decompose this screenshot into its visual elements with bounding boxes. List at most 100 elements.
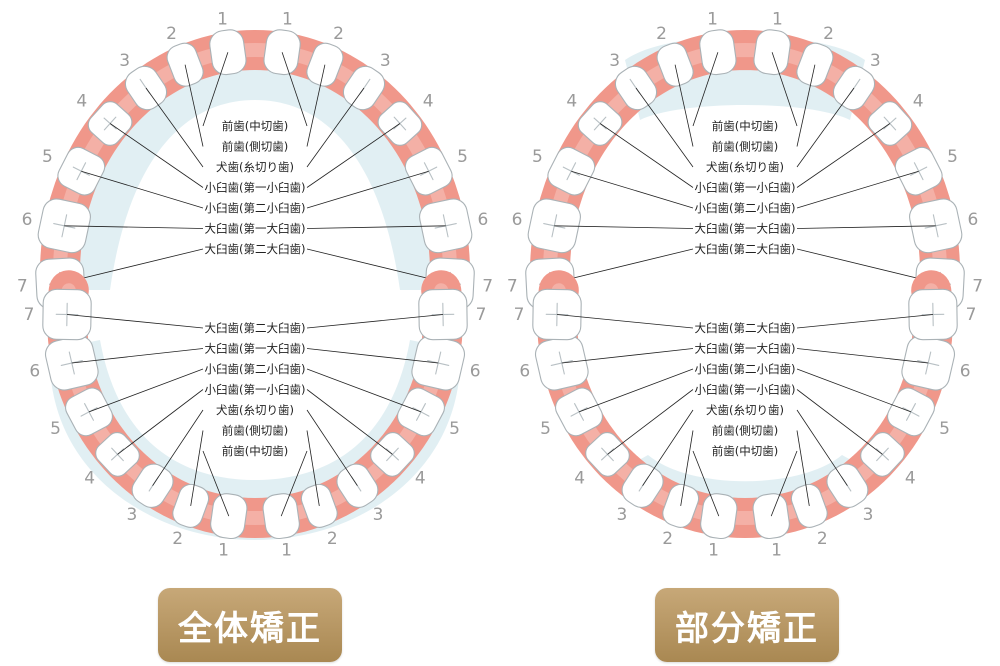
leader-line bbox=[280, 450, 308, 517]
lower-tooth-label: 小臼歯(第一小臼歯) bbox=[205, 383, 306, 397]
upper-tooth-number: 5 bbox=[42, 147, 53, 167]
upper-tooth-label: 大臼歯(第一大臼歯) bbox=[695, 222, 796, 236]
upper-tooth-number: 3 bbox=[119, 51, 130, 71]
lower-tooth-number: 7 bbox=[514, 305, 525, 325]
leader-line bbox=[771, 52, 798, 127]
upper-tooth-number: 7 bbox=[482, 276, 493, 296]
upper-tooth-label: 大臼歯(第二大臼歯) bbox=[205, 242, 306, 256]
lower-tooth-label: 大臼歯(第一大臼歯) bbox=[205, 342, 306, 356]
lower-tooth-number: 6 bbox=[470, 362, 481, 382]
leader-line bbox=[680, 430, 694, 506]
leader-line bbox=[306, 123, 401, 188]
leader-line bbox=[64, 225, 204, 229]
lower-tooth-label: 前歯(中切歯) bbox=[222, 444, 288, 458]
leader-line bbox=[109, 123, 204, 188]
leader-line bbox=[796, 314, 934, 329]
lower-tooth-label: 前歯(側切歯) bbox=[712, 424, 778, 438]
leader-line bbox=[71, 348, 204, 364]
upper-tooth-label: 小臼歯(第二小臼歯) bbox=[205, 201, 306, 215]
leader-line bbox=[692, 52, 719, 127]
leader-line bbox=[599, 123, 694, 188]
upper-tooth-number: 7 bbox=[17, 276, 28, 296]
leader-line bbox=[674, 64, 694, 147]
upper-tooth-number: 7 bbox=[507, 276, 518, 296]
lower-tooth-number: 5 bbox=[449, 419, 460, 439]
leader-line bbox=[281, 52, 308, 127]
lower-tooth-number: 5 bbox=[50, 419, 61, 439]
lower-tooth-number: 6 bbox=[960, 362, 971, 382]
lower-tooth-number: 3 bbox=[373, 505, 384, 525]
leader-line bbox=[66, 314, 204, 329]
leader-line bbox=[306, 314, 444, 329]
leader-line bbox=[88, 368, 204, 413]
lower-tooth-label: 前歯(側切歯) bbox=[222, 424, 288, 438]
leader-line bbox=[202, 52, 229, 127]
leader-line bbox=[306, 170, 429, 209]
leader-line bbox=[184, 64, 204, 147]
partial-orthodontics-button[interactable]: 部分矯正 bbox=[655, 588, 839, 662]
lower-tooth-number: 1 bbox=[771, 541, 782, 561]
upper-tooth-number: 2 bbox=[166, 24, 177, 44]
upper-tooth-number: 2 bbox=[333, 24, 344, 44]
lower-tooth-label: 犬歯(糸切り歯) bbox=[706, 403, 784, 417]
upper-tooth-label: 犬歯(糸切り歯) bbox=[216, 160, 294, 174]
upper-tooth-number: 6 bbox=[967, 210, 978, 230]
lower-tooth-number: 4 bbox=[574, 469, 585, 489]
lower-tooth-number: 2 bbox=[662, 529, 673, 549]
lower-tooth-number: 4 bbox=[905, 469, 916, 489]
leader-line bbox=[796, 368, 912, 413]
upper-tooth-number: 5 bbox=[532, 147, 543, 167]
upper-tooth-label: 小臼歯(第一小臼歯) bbox=[205, 181, 306, 195]
lower-tooth-number: 4 bbox=[415, 469, 426, 489]
leader-line bbox=[642, 409, 694, 486]
lower-tooth-number: 1 bbox=[281, 541, 292, 561]
lower-tooth-label: 大臼歯(第二大臼歯) bbox=[205, 321, 306, 335]
lower-jaw: 76543217654321大臼歯(第二大臼歯)大臼歯(第一大臼歯)小臼歯(第二… bbox=[514, 270, 976, 561]
leader-line bbox=[556, 314, 694, 329]
chart-partial: 12345671234567前歯(中切歯)前歯(側切歯)犬歯(糸切り歯)小臼歯(… bbox=[507, 10, 983, 561]
leader-line bbox=[578, 368, 694, 413]
lower-tooth-number: 6 bbox=[29, 362, 40, 382]
lower-tooth-label: 小臼歯(第二小臼歯) bbox=[695, 362, 796, 376]
upper-jaw: 12345671234567前歯(中切歯)前歯(側切歯)犬歯(糸切り歯)小臼歯(… bbox=[17, 10, 493, 323]
leader-line bbox=[306, 430, 320, 506]
full-orthodontics-button[interactable]: 全体矯正 bbox=[158, 588, 342, 662]
upper-tooth-label: 前歯(中切歯) bbox=[222, 119, 288, 133]
upper-tooth-number: 6 bbox=[477, 210, 488, 230]
upper-tooth-number: 5 bbox=[457, 147, 468, 167]
upper-tooth-number: 6 bbox=[512, 210, 523, 230]
upper-tooth-number: 5 bbox=[947, 147, 958, 167]
leader-line bbox=[306, 409, 358, 486]
upper-tooth-number: 1 bbox=[217, 10, 228, 30]
lower-tooth-number: 1 bbox=[218, 541, 229, 561]
lower-tooth-number: 3 bbox=[126, 505, 137, 525]
leader-line bbox=[117, 389, 204, 455]
upper-tooth-number: 2 bbox=[823, 24, 834, 44]
upper-tooth-label: 大臼歯(第二大臼歯) bbox=[695, 242, 796, 256]
leader-line bbox=[152, 409, 204, 486]
leader-line bbox=[190, 430, 204, 506]
lower-tooth-label: 大臼歯(第一大臼歯) bbox=[695, 342, 796, 356]
upper-tooth-number: 7 bbox=[972, 276, 983, 296]
leader-line bbox=[561, 348, 694, 364]
lower-tooth-label: 大臼歯(第二大臼歯) bbox=[695, 321, 796, 335]
lower-tooth-number: 2 bbox=[327, 529, 338, 549]
lower-tooth-number: 6 bbox=[519, 362, 530, 382]
upper-tooth-label: 小臼歯(第二小臼歯) bbox=[695, 201, 796, 215]
leader-line bbox=[796, 170, 919, 209]
chart-full: 1 2 3 4 5 6 7 1 2 3 4 5 6 7 前歯(中切歯) 前歯(側切歯) 犬歯(糸切り歯) 小臼歯(… bbox=[17, 10, 493, 561]
leader-line bbox=[796, 430, 810, 506]
leader-line bbox=[306, 389, 393, 455]
upper-tooth-number: 4 bbox=[76, 92, 87, 112]
leader-line bbox=[770, 450, 798, 517]
lower-jaw: 76543217654321大臼歯(第二大臼歯)大臼歯(第一大臼歯)小臼歯(第二… bbox=[24, 270, 486, 561]
leader-line bbox=[306, 64, 326, 147]
lower-tooth-number: 1 bbox=[708, 541, 719, 561]
upper-tooth-number: 3 bbox=[380, 51, 391, 71]
upper-tooth-number: 3 bbox=[870, 51, 881, 71]
lower-tooth-number: 3 bbox=[863, 505, 874, 525]
leader-line bbox=[306, 87, 365, 168]
leader-line bbox=[202, 450, 230, 517]
